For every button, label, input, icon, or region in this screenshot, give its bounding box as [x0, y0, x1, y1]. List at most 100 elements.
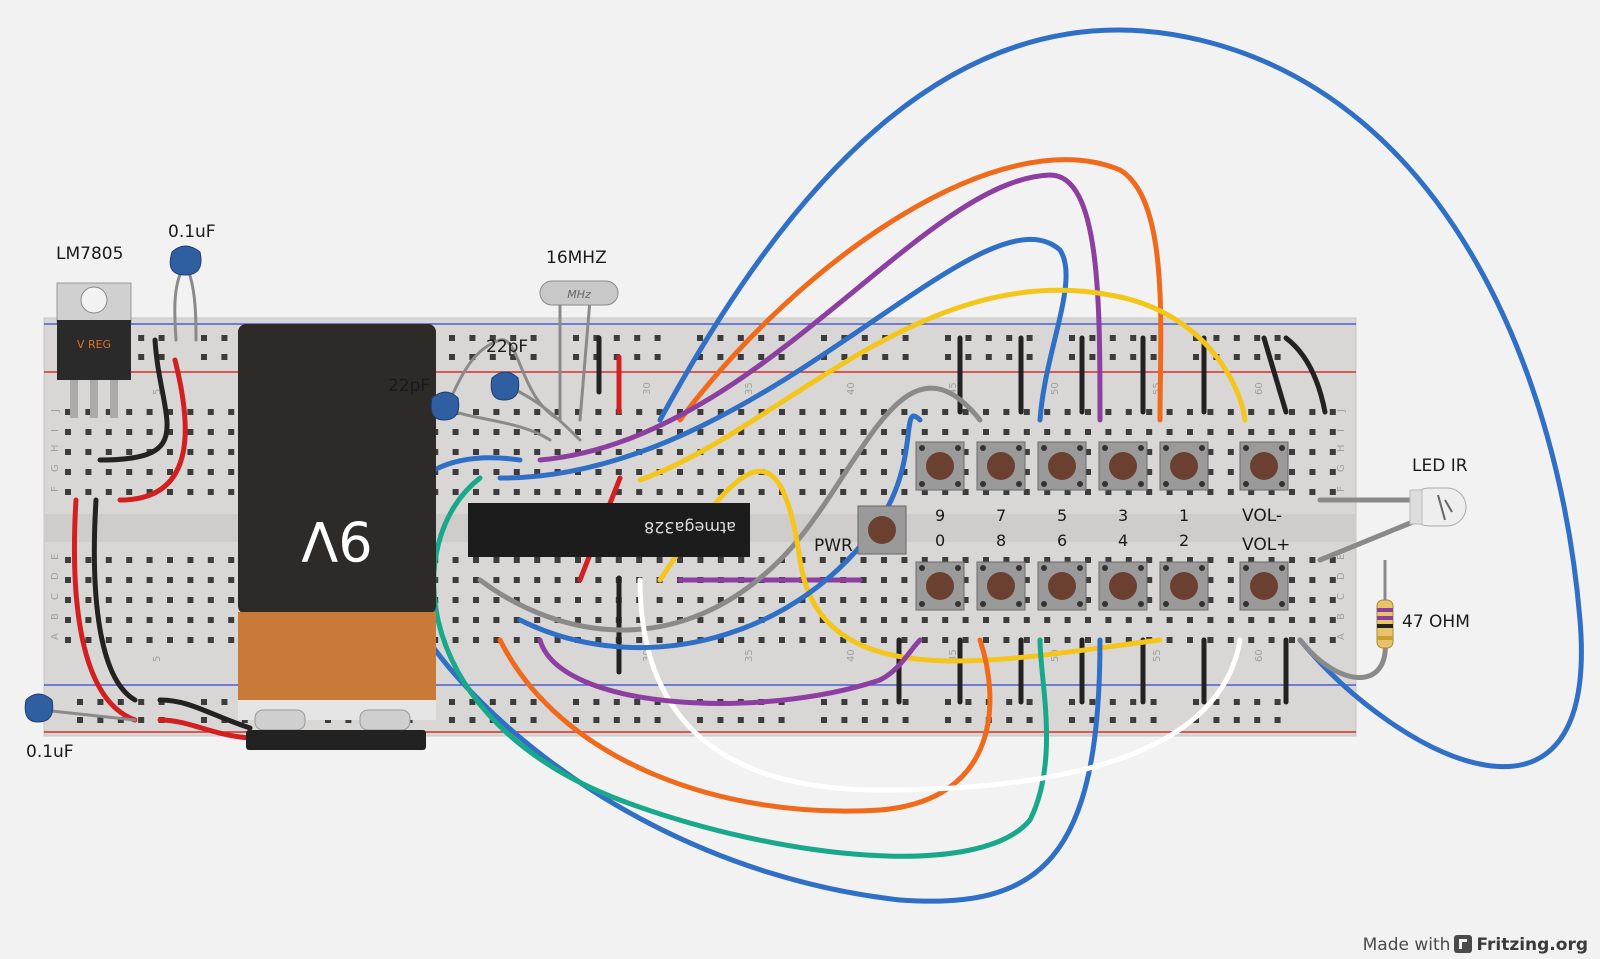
footer-credit: Made with Fritzing.org [1363, 935, 1588, 955]
push-button [1159, 441, 1209, 491]
chip-atmega328: atmega328 [468, 503, 750, 557]
column-number: 50 [1050, 382, 1061, 395]
wire-blue-bottom [517, 413, 923, 651]
column-number: 45 [948, 649, 959, 662]
row-letter: D [1336, 572, 1347, 580]
btn-label-top-1: 7 [996, 506, 1007, 525]
btn-label-bottom-1: 8 [996, 531, 1007, 550]
row-letter: H [1336, 444, 1347, 452]
btn-label-bottom-3: 4 [1118, 531, 1129, 550]
wire-blue-mid [497, 236, 1069, 481]
footer-made-with: Made with [1362, 935, 1451, 955]
push-button [1098, 441, 1148, 491]
row-letter: I [50, 429, 61, 432]
row-letter: J [50, 409, 61, 413]
footer-brand: Fritzing.org [1476, 935, 1588, 955]
crystal-16mhz: MHz [539, 280, 619, 306]
wire-purple-top [537, 172, 1103, 463]
btn-label-bottom-0: 0 [935, 531, 946, 550]
column-number: 45 [948, 382, 959, 395]
wire-orange-top [677, 157, 1164, 423]
capacitor-bottom [24, 693, 54, 723]
push-button [1239, 561, 1289, 611]
row-letter: C [1336, 593, 1347, 600]
label-vol-minus: VOL- [1242, 506, 1283, 526]
push-button [976, 561, 1026, 611]
btn-label-bottom-4: 2 [1179, 531, 1190, 550]
push-button [1037, 441, 1087, 491]
row-letter: G [1336, 464, 1347, 472]
regulator-lm7805: V REG [56, 282, 132, 418]
column-number: 35 [744, 649, 755, 662]
svg-text:V REG: V REG [77, 338, 111, 351]
push-button [1239, 441, 1289, 491]
wire-white [637, 577, 1243, 793]
wire-gray-top [477, 385, 983, 633]
label-cap-bottom: 0.1uF [26, 742, 74, 762]
row-letter: D [50, 572, 61, 580]
column-number: 5 [152, 656, 163, 662]
row-letter: F [1336, 486, 1347, 492]
fritzing-logo-icon [1454, 935, 1473, 953]
capacitor-22pf-b [490, 371, 520, 401]
row-letter: B [50, 613, 61, 620]
label-cap22-b: 22pF [486, 337, 529, 357]
column-number: 30 [642, 382, 653, 395]
push-button [1159, 561, 1209, 611]
svg-text:atmega328: atmega328 [644, 518, 736, 537]
capacitor-22pf-a [430, 391, 460, 421]
row-letter: A [50, 633, 61, 640]
column-number: 55 [1152, 382, 1163, 395]
wire-yellow-mid [657, 468, 1163, 664]
label-regulator: LM7805 [56, 244, 124, 264]
label-cap-top: 0.1uF [168, 222, 216, 242]
led-ir [1409, 487, 1467, 527]
btn-label-top-2: 5 [1057, 506, 1068, 525]
svg-text:MHz: MHz [567, 288, 591, 301]
row-letter: J [1336, 409, 1347, 413]
resistor-47ohm [1376, 560, 1394, 649]
battery-9v: 9V [238, 324, 436, 750]
label-led: LED IR [1412, 456, 1468, 476]
row-letter: A [1336, 633, 1347, 640]
push-button [915, 441, 965, 491]
row-letter: I [1336, 429, 1347, 432]
column-number: 40 [846, 382, 857, 395]
column-number: 60 [1254, 649, 1265, 662]
column-number: 60 [1254, 382, 1265, 395]
row-letter: F [50, 486, 61, 492]
column-number: 35 [744, 382, 755, 395]
push-button [915, 561, 965, 611]
row-letter: E [50, 554, 61, 560]
keypad-buttons [915, 441, 1289, 611]
svg-text:9V: 9V [301, 509, 372, 572]
wire-blue-big-loop [657, 27, 1584, 770]
column-number: 40 [846, 649, 857, 662]
label-cap22-a: 22pF [388, 376, 431, 396]
wire-yellow-top [637, 287, 1248, 483]
push-button [1037, 561, 1087, 611]
column-number: 5 [152, 389, 163, 395]
push-button [1098, 561, 1148, 611]
label-crystal: 16MHZ [546, 248, 607, 268]
capacitor-top [169, 245, 202, 276]
column-number: 55 [1152, 649, 1163, 662]
label-pwr: PWR [814, 536, 853, 556]
push-button [976, 441, 1026, 491]
row-letter: G [50, 464, 61, 472]
btn-label-top-0: 9 [935, 506, 946, 525]
btn-label-bottom-2: 6 [1057, 531, 1068, 550]
pwr-button [857, 505, 907, 555]
wire-purple-bottom [537, 637, 923, 706]
row-letter: E [1336, 554, 1347, 560]
btn-label-top-4: 1 [1179, 506, 1190, 525]
row-letter: C [50, 593, 61, 600]
row-letter: B [1336, 613, 1347, 620]
label-resistor: 47 OHM [1402, 612, 1470, 632]
wire-gray-resistor [1297, 637, 1388, 680]
wire-orange-bottom [497, 637, 993, 814]
label-vol-plus: VOL+ [1242, 535, 1291, 555]
btn-label-top-3: 3 [1118, 506, 1129, 525]
row-letter: H [50, 444, 61, 452]
